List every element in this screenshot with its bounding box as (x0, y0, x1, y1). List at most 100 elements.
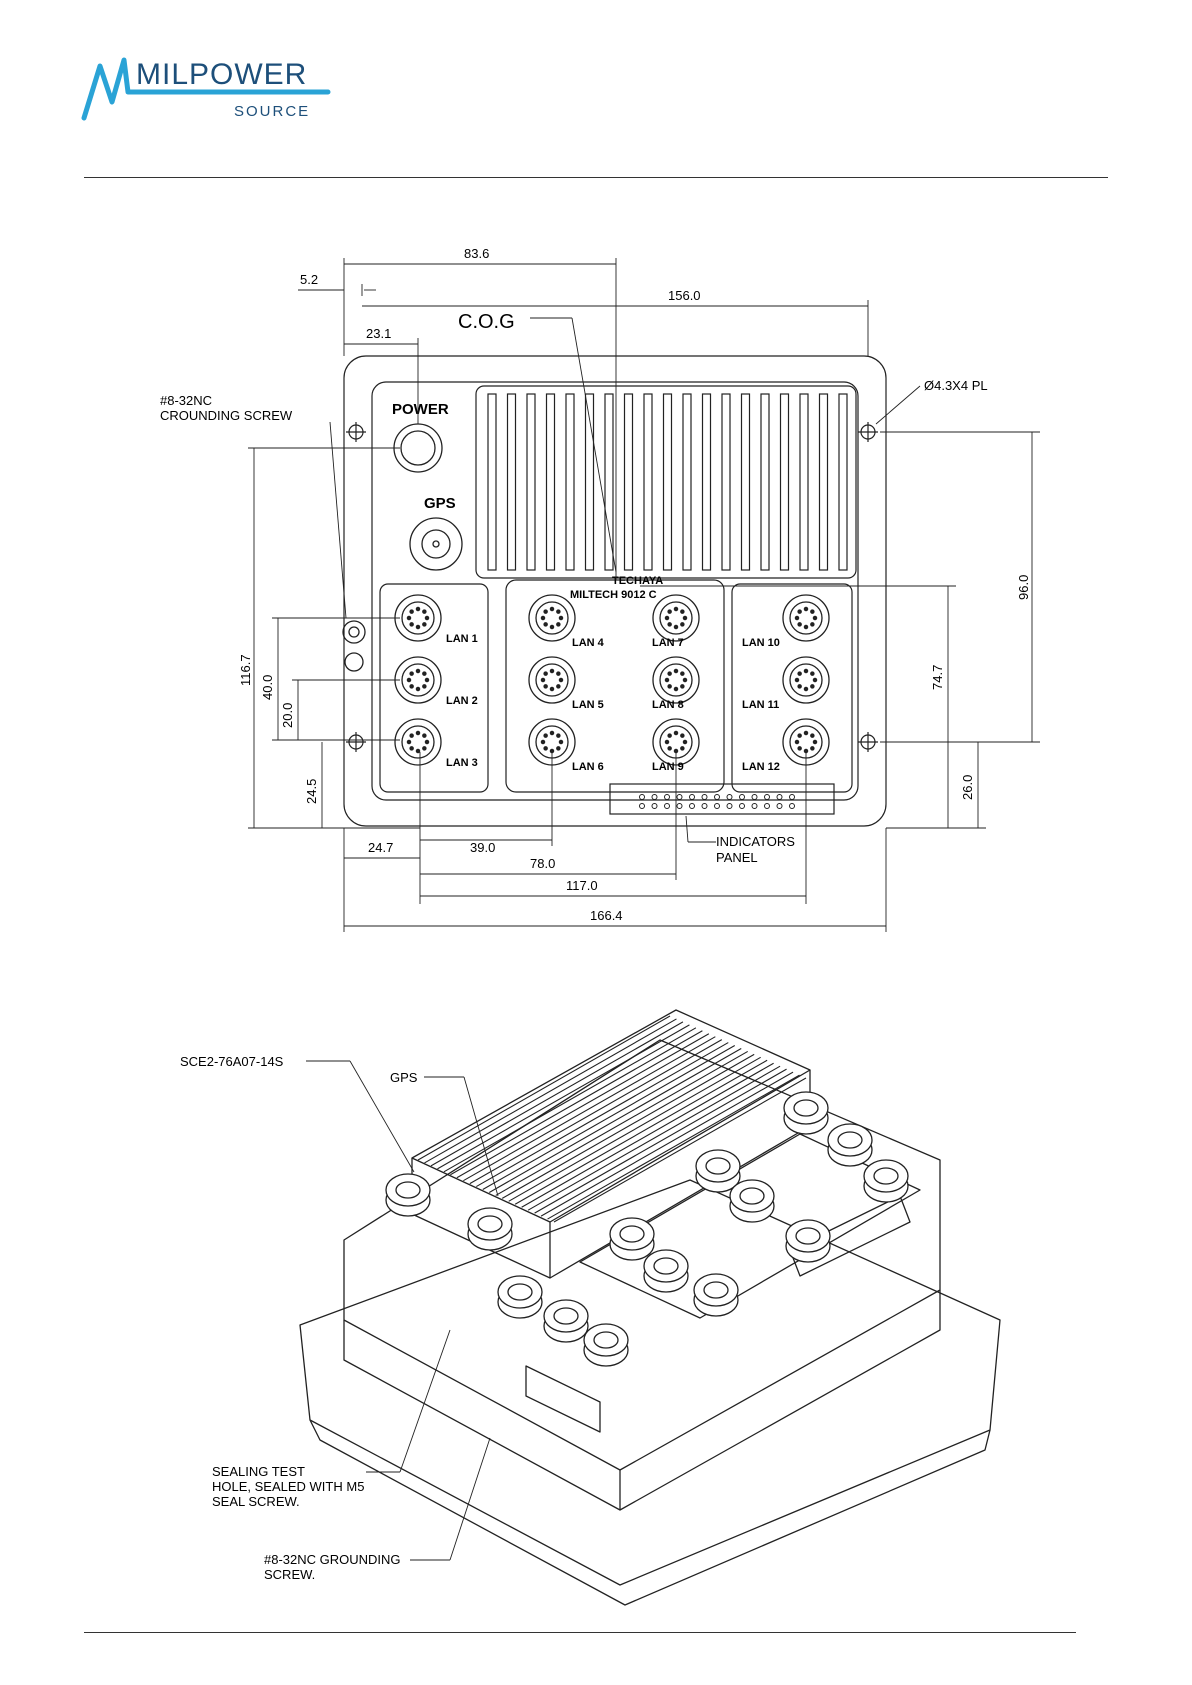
heatsink-fin (662, 393, 673, 571)
indicator-led (739, 794, 745, 800)
lan-label: LAN 1 (446, 633, 478, 645)
heatsink-fin (740, 393, 751, 571)
lan-label: LAN 3 (446, 757, 478, 769)
lan-label: LAN 10 (742, 637, 780, 649)
heatsink-fin (526, 393, 536, 571)
iso-sealing-line1: SEALING TEST (212, 1464, 305, 1479)
indicator-led (776, 803, 783, 809)
heatsink-fins (487, 393, 848, 571)
iso-fin (476, 1042, 729, 1188)
indicator-led (751, 803, 758, 809)
indicator-led (664, 803, 670, 809)
mount-holes-callout: Ø4.3X4 PL (924, 378, 988, 393)
lan-connector (782, 594, 830, 642)
heatsink-fin (506, 393, 517, 571)
gps-connector (409, 517, 463, 571)
lan-connector (394, 718, 442, 766)
grounding-callout-line2: CROUNDING SCREW (160, 408, 293, 423)
iso-fin (469, 1039, 723, 1185)
iso-base-plate (299, 1179, 1001, 1586)
dim-5-2: 5.2 (300, 272, 318, 287)
dim-26-0: 26.0 (960, 775, 975, 800)
brand-line1: TECHAYA (612, 575, 663, 587)
mount-hole-bl (346, 732, 366, 752)
iso-indicator-panel (789, 1195, 911, 1277)
lan-label: LAN 4 (572, 637, 605, 649)
lan-connector (528, 594, 576, 642)
lan-label: LAN 9 (652, 761, 684, 773)
iso-fin (495, 1050, 748, 1196)
lan-label: LAN 12 (742, 761, 780, 773)
iso-connectors (385, 1091, 909, 1367)
dim-23-1: 23.1 (366, 326, 391, 341)
indicator-led (789, 794, 795, 800)
iso-fin (514, 1059, 768, 1205)
iso-fin (443, 1027, 697, 1173)
indicator-led (776, 794, 783, 800)
heatsink-fin (682, 393, 692, 571)
iso-connector (543, 1299, 589, 1343)
lan-label: LAN 5 (572, 699, 604, 711)
dim-116-7: 116.7 (238, 654, 253, 686)
ground-symbol (344, 652, 364, 672)
indicators-callout-line1: INDICATORS (716, 834, 795, 849)
lan-connector (652, 656, 700, 704)
iso-connector (693, 1273, 739, 1317)
indicator-led (751, 794, 758, 800)
iso-heatsink-fins (417, 1015, 807, 1223)
grounding-callout-line1: #8-32NC (160, 393, 212, 408)
grounding-screw (342, 620, 366, 644)
iso-fin (508, 1056, 761, 1202)
indicator-led (676, 794, 683, 800)
iso-fin (501, 1053, 755, 1199)
iso-fin (488, 1047, 742, 1193)
iso-fin (534, 1068, 787, 1214)
dim-24-7: 24.7 (368, 840, 393, 855)
dim-117-0: 117.0 (566, 878, 598, 893)
iso-connector (863, 1159, 909, 1203)
iso-connector (827, 1123, 873, 1167)
lan-connector (528, 656, 576, 704)
indicators-callout-line2: PANEL (716, 850, 758, 865)
indicator-led (726, 794, 733, 800)
dim-20-0: 20.0 (280, 703, 295, 728)
iso-connector (583, 1323, 629, 1367)
dim-40-0: 40.0 (260, 675, 275, 700)
power-label: POWER (392, 401, 449, 418)
lan-bay-left (379, 583, 489, 793)
iso-heatsink-top (411, 1009, 811, 1223)
dim-24-5: 24.5 (304, 779, 319, 804)
heatsink-fin (584, 393, 595, 571)
indicator-led (789, 803, 795, 809)
gps-label: GPS (424, 495, 456, 512)
heatsink-fin (604, 393, 614, 571)
logo-sub-text: SOURCE (234, 103, 310, 120)
iso-grounding-line1: #8-32NC GROUNDING (264, 1552, 401, 1567)
iso-fin (482, 1045, 736, 1191)
lan-label: LAN 2 (446, 695, 478, 707)
mount-hole-tl (346, 422, 366, 442)
iso-fin (540, 1071, 794, 1217)
iso-connector (385, 1173, 431, 1217)
cog-label: C.O.G (458, 311, 515, 333)
enclosure-inner-outline (371, 381, 859, 801)
iso-fin (430, 1021, 684, 1167)
indicator-led (639, 803, 645, 809)
iso-fin (521, 1062, 774, 1208)
iso-connector-tray (579, 1133, 921, 1319)
iso-connector-callout: SCE2-76A07-14S (180, 1054, 284, 1069)
milpower-logo: MILPOWER SOURCE (78, 52, 358, 132)
indicator-led (714, 794, 720, 800)
iso-fin (463, 1036, 716, 1182)
lan-connector (652, 594, 700, 642)
indicator-led (714, 803, 720, 809)
iso-connector (783, 1091, 829, 1135)
iso-label-plate (525, 1365, 601, 1433)
indicator-led (764, 794, 770, 800)
indicator-led (739, 803, 745, 809)
iso-connector (643, 1249, 689, 1293)
header-rule (84, 177, 1108, 178)
dim-83-6: 83.6 (464, 246, 489, 261)
iso-connector (785, 1219, 831, 1263)
